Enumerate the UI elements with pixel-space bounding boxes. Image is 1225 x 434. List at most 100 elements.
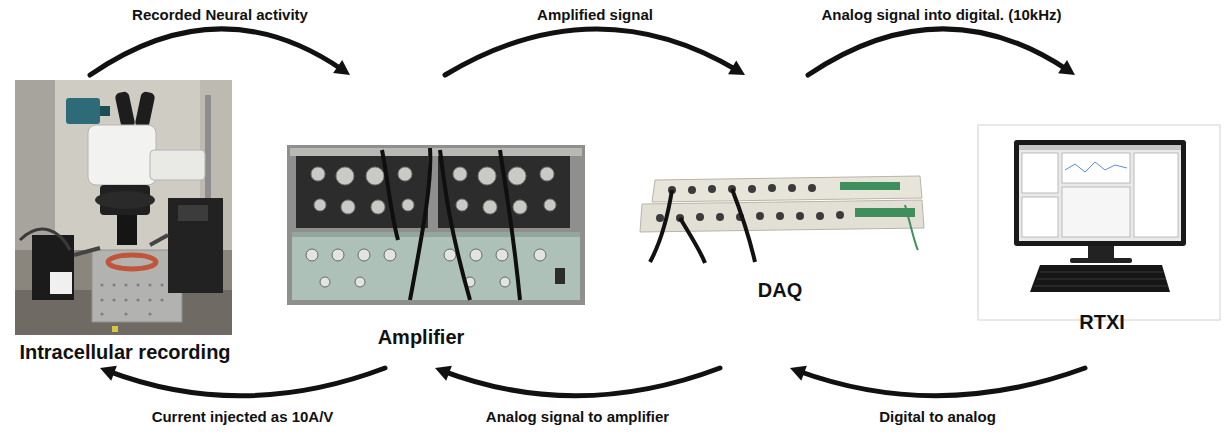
microscope-rig-photo-part [15, 80, 232, 335]
amplifier-photo-part-part [320, 277, 330, 287]
signal-arrow [790, 366, 1085, 396]
rtxi-computer-photo-part-part [1037, 279, 1166, 280]
amplifier-photo-part-part [332, 249, 344, 261]
device-node: RTXI [990, 75, 1214, 368]
daq-photo-part-part [788, 184, 796, 192]
microscope-rig-photo-part [114, 91, 135, 129]
rtxi-computer-photo-part [1014, 140, 1186, 246]
microscope-rig-photo-part [117, 215, 137, 245]
arrow-curve [90, 29, 343, 75]
amplifier-photo-part-part [470, 249, 482, 261]
rtxi-computer-photo-part [1065, 162, 1127, 172]
microscope-rig-photo-part-part [112, 283, 115, 286]
amplifier-photo-part-part [500, 277, 510, 287]
microscope-rig-photo-part [108, 255, 156, 269]
daq-photo-part-part [768, 184, 776, 192]
amplifier-photo-part-part [410, 148, 430, 300]
amplifier-photo-part [555, 268, 565, 284]
arrow-head [333, 60, 350, 75]
amplifier-photo-part [306, 249, 546, 287]
amplifier-photo-part-part [440, 150, 470, 300]
device-caption: Intracellular recording [5, 340, 245, 364]
rtxi-computer-photo-part [1034, 272, 1168, 286]
amplifier-photo-part-part [444, 249, 456, 261]
microscope-rig-photo-part-part [136, 283, 139, 286]
microscope-rig-photo-part-part [136, 298, 139, 301]
arrow-head [100, 366, 117, 381]
daq-photo-part-part [796, 212, 804, 220]
arrow-curve [445, 29, 738, 75]
microscope-rig-photo-part-part [160, 298, 163, 301]
daq-photo-part-part [650, 190, 672, 262]
amplifier-photo-part-part [366, 167, 384, 185]
amplifier-photo-part-part [355, 277, 365, 287]
microscope-rig-photo-part-part [148, 283, 151, 286]
daq-photo-part [650, 189, 755, 263]
microscope-rig-photo-part [50, 272, 72, 294]
microscope-rig-photo-part [100, 106, 110, 116]
daq-photo-part-part [756, 212, 764, 220]
arrow-curve [798, 368, 1085, 396]
microscope-rig-photo-part [150, 235, 168, 245]
rtxi-computer-photo-part [1022, 197, 1058, 237]
amplifier-photo-part-part [402, 199, 414, 211]
microscope-rig-photo-part [178, 205, 208, 221]
daq-photo-part [905, 205, 918, 250]
arrow-head [728, 60, 745, 75]
amplifier-photo-part-part [398, 167, 412, 181]
amplifier-photo-part-part [314, 199, 326, 211]
daq-photo-part [652, 176, 922, 202]
amplifier-photo-part-part [500, 150, 520, 300]
amplifier-photo-part-part [453, 167, 467, 181]
amplifier-photo-part [311, 167, 556, 214]
device-node: DAQ [640, 75, 920, 368]
arrow-head [790, 366, 807, 381]
microscope-rig-photo-part-part [124, 312, 127, 315]
arrow-curve [107, 368, 385, 396]
amplifier-photo-part-part [382, 150, 398, 240]
daq-photo-part-part [656, 214, 664, 222]
rtxi-computer-photo [978, 125, 1220, 320]
microscope-rig-photo-part-part [148, 312, 151, 315]
microscope-rig-photo-part [100, 283, 163, 315]
device-node: Amplifier [290, 75, 552, 368]
daq-photo-part [632, 150, 932, 265]
amplifier-photo-part [382, 148, 520, 300]
amplifier-photo-part-part [358, 249, 370, 261]
signal-arrow [808, 29, 1075, 75]
device-caption: Amplifier [290, 325, 552, 349]
amplifier-photo-part [290, 148, 582, 156]
signal-arrow [445, 29, 745, 75]
daq-photo-part [840, 182, 900, 190]
microscope-rig-photo-part-part [160, 283, 163, 286]
microscope-rig-photo-part-part [124, 298, 127, 301]
edge-label: Current injected as 10A/V [149, 408, 337, 426]
rtxi-computer-photo-part-part [1034, 286, 1168, 287]
daq-photo-part-part [836, 211, 844, 219]
rtxi-computer-photo-part-part [1040, 272, 1163, 273]
daq-photo-part-part [688, 186, 696, 194]
signal-arrow [435, 366, 720, 396]
microscope-rig-photo-part [20, 229, 70, 250]
rtxi-computer-photo-part [1019, 145, 1181, 241]
microscope-rig-photo-part [168, 198, 223, 293]
daq-photo-part-part [808, 184, 816, 192]
amplifier-photo-part-part [371, 200, 385, 214]
amplifier-photo-part-part [496, 249, 508, 261]
amplifier-photo-part [296, 156, 428, 228]
daq-photo-part-part [716, 213, 724, 221]
rtxi-computer-photo-part [1030, 265, 1170, 292]
rtxi-computer-photo-part [1062, 187, 1130, 237]
microscope-rig-photo-part [95, 191, 155, 209]
amplifier-photo-part-part [513, 200, 527, 214]
amplifier-photo-part-part [341, 200, 355, 214]
edge-label: Analog signal into digital. (10kHz) [818, 6, 1064, 24]
amplifier-photo-part-part [456, 199, 468, 211]
amplifier-photo-part [287, 145, 585, 305]
amplifier-photo-part-part [534, 249, 546, 261]
edge-label: Amplified signal [534, 6, 656, 24]
signal-arrow [100, 366, 385, 396]
microscope-rig-photo-part-part [148, 298, 151, 301]
